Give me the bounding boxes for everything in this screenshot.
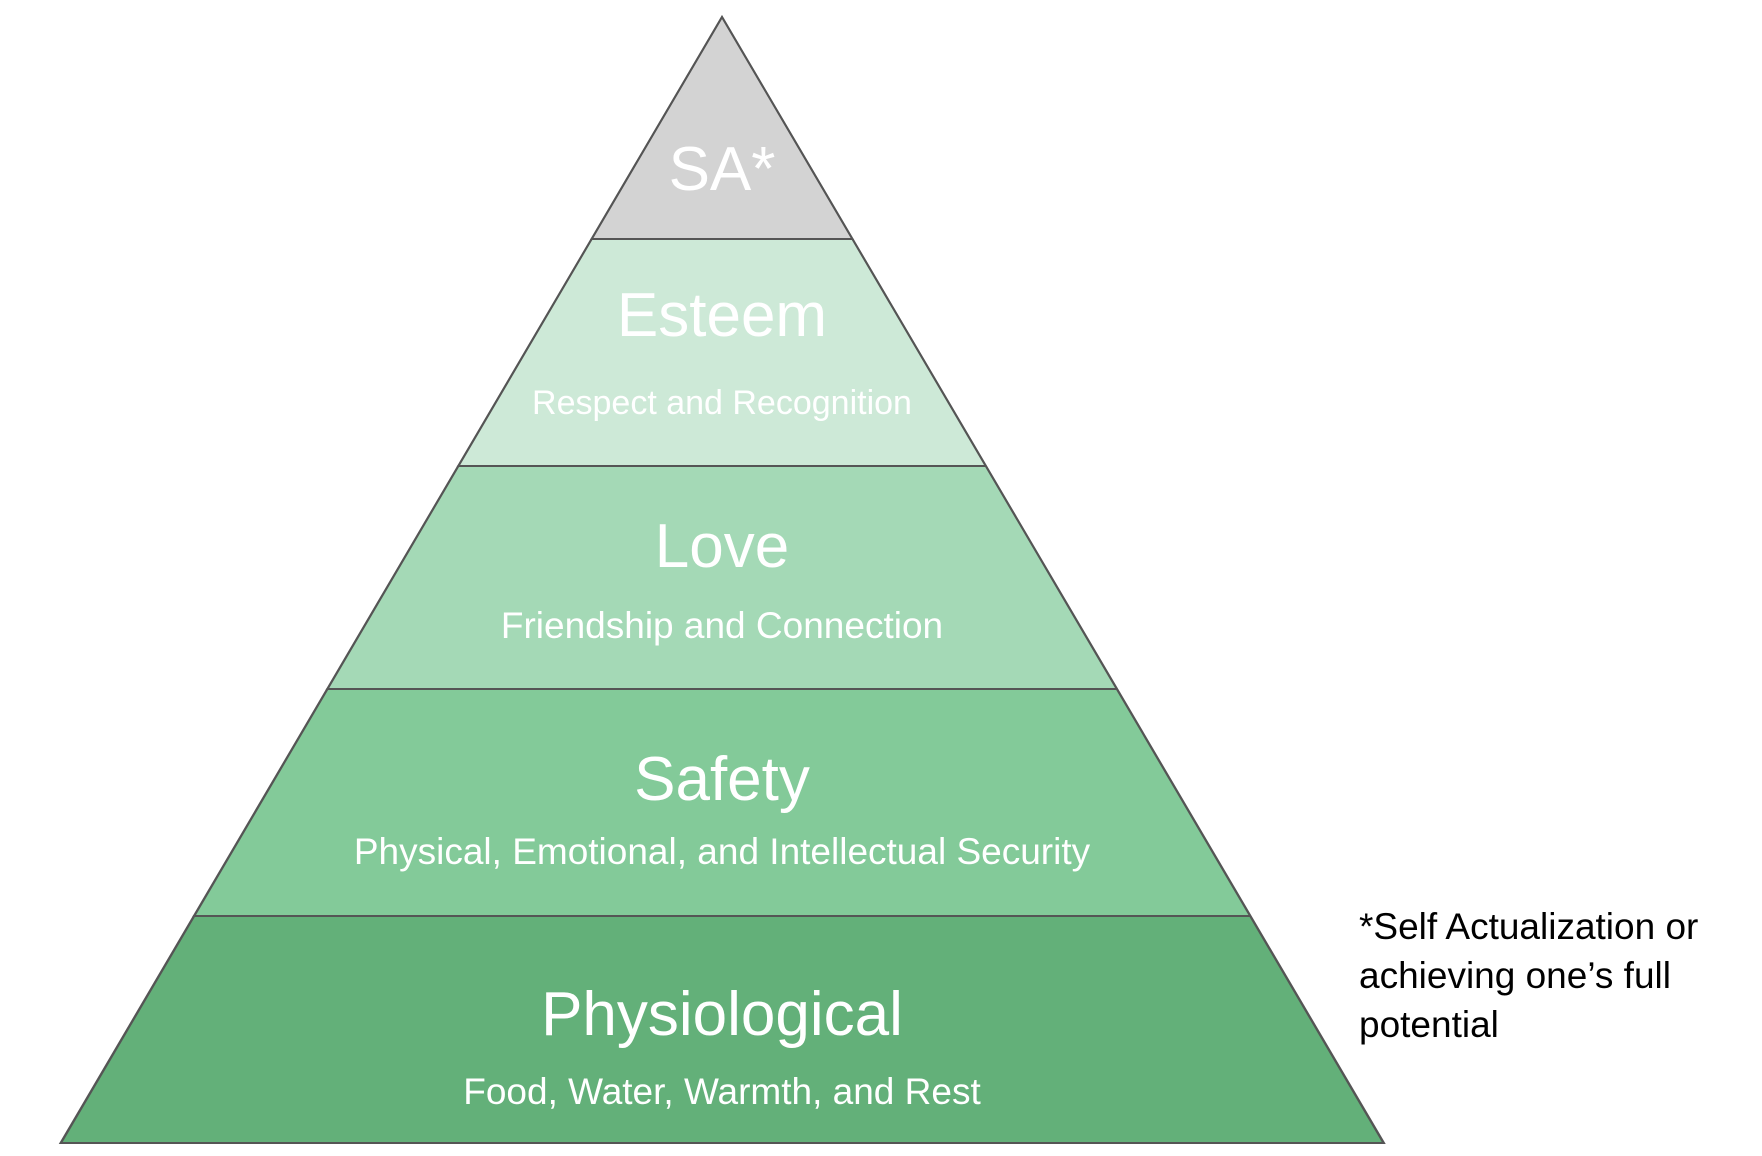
level-title-esteem: Esteem bbox=[617, 281, 827, 350]
level-title-love: Love bbox=[655, 512, 789, 581]
level-title-safety: Safety bbox=[634, 745, 810, 814]
pyramid-level-self-actualization bbox=[589, 15, 855, 240]
footnote-line-1: *Self Actualization or bbox=[1359, 906, 1699, 947]
level-subtitle-love: Friendship and Connection bbox=[501, 605, 943, 646]
footnote-line-2: achieving one’s full bbox=[1359, 955, 1671, 996]
level-title-self-actualization: SA* bbox=[669, 135, 776, 204]
level-subtitle-physiological: Food, Water, Warmth, and Rest bbox=[463, 1071, 981, 1112]
pyramid-outline bbox=[59, 15, 1386, 1144]
footnote-line-3: potential bbox=[1359, 1004, 1499, 1045]
pyramid-level-esteem bbox=[456, 238, 988, 467]
level-subtitle-esteem: Respect and Recognition bbox=[532, 384, 912, 422]
level-subtitle-safety: Physical, Emotional, and Intellectual Se… bbox=[354, 831, 1091, 872]
self-actualization-footnote: *Self Actualization or achieving one’s f… bbox=[1359, 902, 1749, 1049]
level-title-physiological: Physiological bbox=[541, 980, 903, 1049]
